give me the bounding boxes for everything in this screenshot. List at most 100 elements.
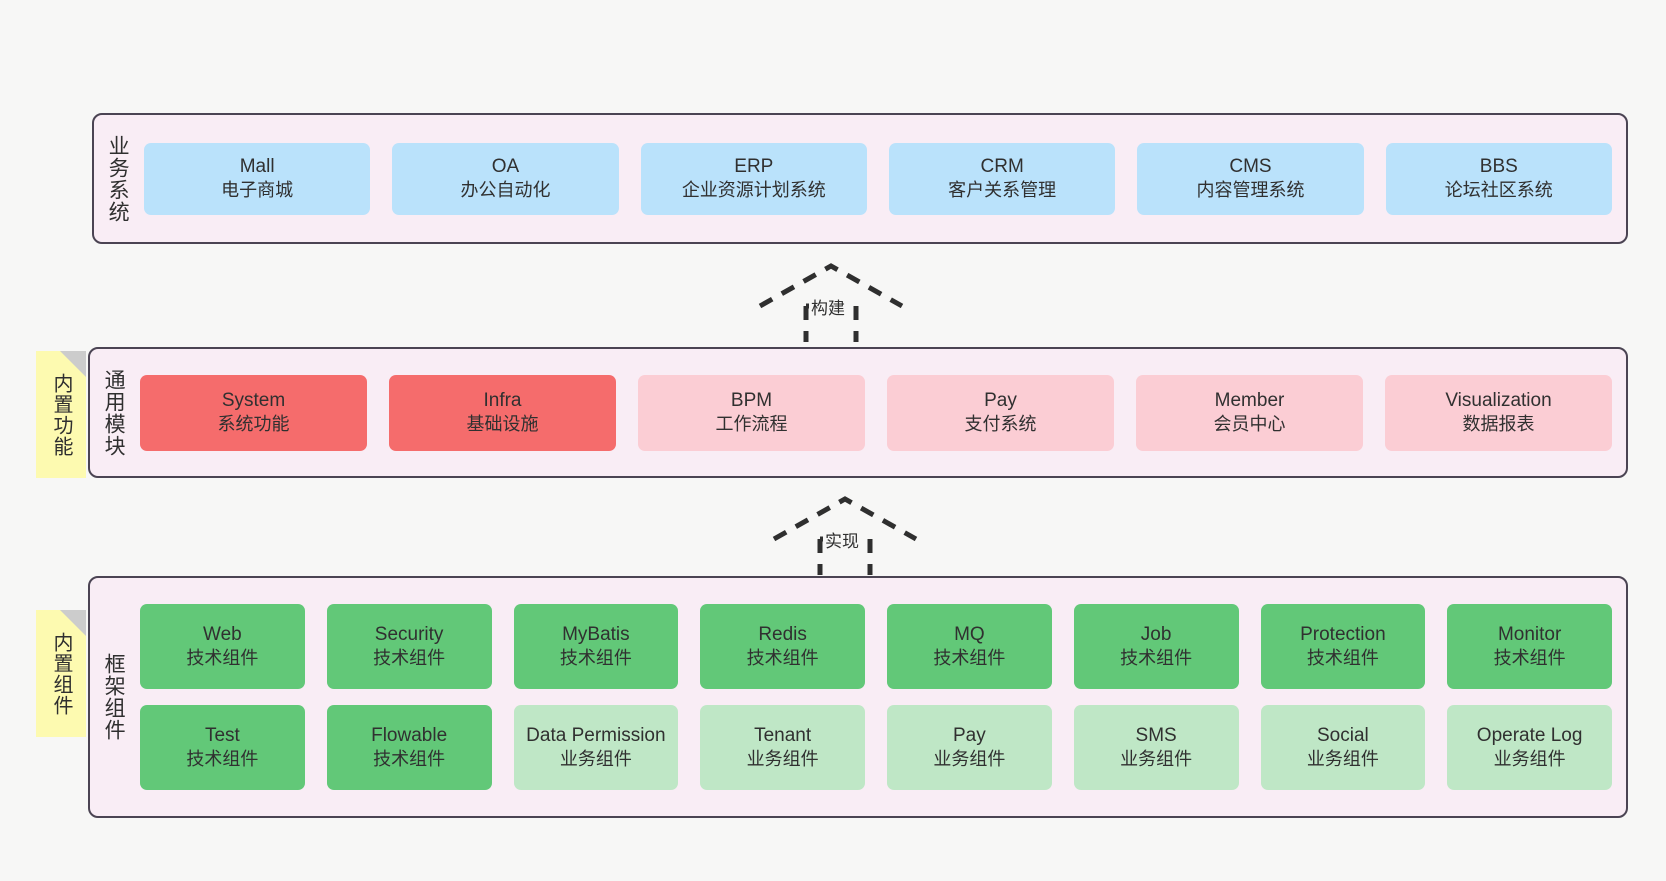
- node-name: OA: [491, 156, 520, 178]
- node-sub: 数据报表: [1462, 414, 1535, 435]
- node-name: MQ: [954, 624, 985, 646]
- node-web[interactable]: Web 技术组件: [140, 604, 305, 689]
- node-bpm[interactable]: BPM 工作流程: [638, 374, 865, 451]
- node-bbs[interactable]: BBS 论坛社区系统: [1385, 142, 1612, 215]
- node-sub: 技术组件: [933, 648, 1006, 669]
- node-sub: 技术组件: [746, 648, 819, 669]
- node-sub: 基础设施: [466, 414, 539, 435]
- node-pay-component[interactable]: Pay 业务组件: [887, 705, 1052, 790]
- node-operate-log[interactable]: Operate Log 业务组件: [1447, 705, 1612, 790]
- node-name: CRM: [980, 156, 1024, 178]
- node-name: BPM: [730, 390, 773, 412]
- layer-body-framework-component: Web 技术组件 Security 技术组件 MyBatis 技术组件 Redi…: [136, 578, 1626, 816]
- node-flowable[interactable]: Flowable 技术组件: [326, 705, 492, 790]
- node-name: SMS: [1135, 725, 1177, 747]
- node-sms[interactable]: SMS 业务组件: [1073, 705, 1239, 790]
- node-sub: 技术组件: [373, 749, 446, 770]
- node-oa[interactable]: OA 办公自动化: [392, 142, 619, 215]
- node-sub: 业务组件: [1306, 749, 1379, 770]
- note-fold-icon: [60, 351, 86, 377]
- node-sub: 支付系统: [964, 414, 1037, 435]
- node-sub: 技术组件: [373, 648, 446, 669]
- node-social[interactable]: Social 业务组件: [1260, 705, 1426, 790]
- node-name: Infra: [483, 390, 522, 412]
- node-job[interactable]: Job 技术组件: [1073, 604, 1239, 689]
- node-sub: 技术组件: [1306, 648, 1379, 669]
- connector-label-implement: 实现: [823, 527, 861, 552]
- node-name: Web: [203, 624, 242, 646]
- node-crm[interactable]: CRM 客户关系管理: [888, 142, 1116, 215]
- note-built-in-function[interactable]: 内置功能: [36, 351, 86, 478]
- node-system[interactable]: System 系统功能: [140, 374, 367, 451]
- node-sub: 业务组件: [1493, 749, 1566, 770]
- node-name: Flowable: [371, 725, 448, 747]
- node-sub: 技术组件: [186, 648, 259, 669]
- node-security[interactable]: Security 技术组件: [326, 604, 492, 689]
- node-name: Member: [1214, 390, 1285, 412]
- node-sub: 办公自动化: [460, 180, 551, 201]
- node-row: System 系统功能 Infra 基础设施 BPM 工作流程 Pay 支付系统…: [140, 374, 1612, 451]
- connector-implement: 实现: [770, 495, 920, 575]
- node-name: Test: [204, 725, 240, 747]
- node-member[interactable]: Member 会员中心: [1136, 374, 1363, 451]
- layer-body-business-system: Mall 电子商城 OA 办公自动化 ERP 企业资源计划系统 CRM 客户关系…: [140, 115, 1626, 242]
- node-mq[interactable]: MQ 技术组件: [887, 604, 1052, 689]
- node-name: CMS: [1229, 156, 1272, 178]
- node-sub: 技术组件: [559, 648, 632, 669]
- node-name: Data Permission: [526, 725, 666, 747]
- node-name: Pay: [953, 725, 986, 747]
- node-sub: 技术组件: [1493, 648, 1566, 669]
- node-mybatis[interactable]: MyBatis 技术组件: [513, 604, 679, 689]
- node-sub: 会员中心: [1213, 414, 1286, 435]
- note-label: 内置组件: [50, 631, 72, 716]
- node-name: Monitor: [1497, 624, 1562, 646]
- layer-title-framework-component: 框架组件: [102, 653, 126, 741]
- node-name: Social: [1317, 725, 1369, 747]
- node-visualization[interactable]: Visualization 数据报表: [1385, 374, 1612, 451]
- node-sub: 论坛社区系统: [1444, 180, 1553, 201]
- node-sub: 技术组件: [186, 749, 259, 770]
- connector-label-build: 构建: [809, 294, 847, 319]
- node-sub: 系统功能: [217, 414, 290, 435]
- node-cms[interactable]: CMS 内容管理系统: [1137, 142, 1364, 215]
- node-sub: 业务组件: [559, 749, 632, 770]
- node-sub: 电子商城: [221, 180, 294, 201]
- note-fold-icon: [60, 610, 86, 636]
- node-sub: 技术组件: [1120, 648, 1193, 669]
- node-erp[interactable]: ERP 企业资源计划系统: [640, 142, 867, 215]
- node-name: Pay: [984, 390, 1017, 412]
- layer-title-business-system: 业务系统: [106, 134, 130, 223]
- node-sub: 企业资源计划系统: [681, 180, 826, 201]
- node-sub: 工作流程: [715, 414, 788, 435]
- node-data-permission[interactable]: Data Permission 业务组件: [513, 705, 679, 790]
- connector-build: 构建: [756, 262, 906, 342]
- node-sub: 业务组件: [933, 749, 1006, 770]
- node-row: Test 技术组件 Flowable 技术组件 Data Permission …: [140, 705, 1612, 790]
- layer-common-module[interactable]: 通用模块 System 系统功能 Infra 基础设施 BPM 工作流程 Pay…: [88, 347, 1628, 478]
- note-label: 内置功能: [50, 372, 72, 457]
- node-mall[interactable]: Mall 电子商城: [144, 142, 371, 215]
- note-built-in-component[interactable]: 内置组件: [36, 610, 86, 737]
- layer-framework-component[interactable]: 框架组件 Web 技术组件 Security 技术组件 MyBatis 技术组件…: [88, 576, 1628, 818]
- node-sub: 业务组件: [746, 749, 819, 770]
- node-name: Tenant: [754, 725, 812, 747]
- node-name: MyBatis: [562, 624, 630, 646]
- node-pay-module[interactable]: Pay 支付系统: [887, 374, 1114, 451]
- node-redis[interactable]: Redis 技术组件: [700, 604, 865, 689]
- node-tenant[interactable]: Tenant 业务组件: [700, 705, 865, 790]
- node-sub: 内容管理系统: [1196, 180, 1305, 201]
- node-protection[interactable]: Protection 技术组件: [1260, 604, 1426, 689]
- node-test[interactable]: Test 技术组件: [140, 705, 305, 790]
- layer-body-common-module: System 系统功能 Infra 基础设施 BPM 工作流程 Pay 支付系统…: [136, 349, 1626, 476]
- node-infra[interactable]: Infra 基础设施: [389, 374, 616, 451]
- node-name: ERP: [734, 156, 774, 178]
- node-name: Visualization: [1445, 390, 1552, 412]
- layer-business-system[interactable]: 业务系统 Mall 电子商城 OA 办公自动化 ERP 企业资源计划系统 CRM…: [92, 113, 1628, 244]
- node-row: Mall 电子商城 OA 办公自动化 ERP 企业资源计划系统 CRM 客户关系…: [144, 142, 1612, 215]
- node-row: Web 技术组件 Security 技术组件 MyBatis 技术组件 Redi…: [140, 604, 1612, 689]
- node-name: Mall: [239, 156, 275, 178]
- node-sub: 客户关系管理: [948, 180, 1057, 201]
- node-name: Protection: [1300, 624, 1386, 646]
- node-monitor[interactable]: Monitor 技术组件: [1447, 604, 1612, 689]
- node-sub: 业务组件: [1120, 749, 1193, 770]
